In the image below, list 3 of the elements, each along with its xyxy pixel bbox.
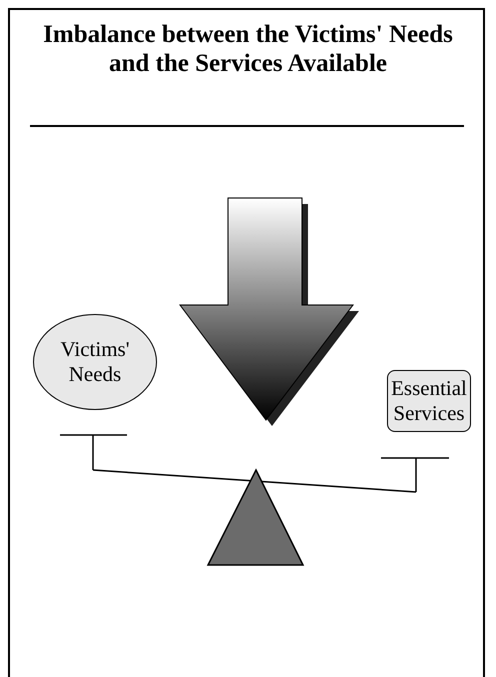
services-box: Essential Services bbox=[387, 370, 471, 432]
needs-ellipse: Victims' Needs bbox=[33, 314, 157, 410]
title: Imbalance between the Victims' Needs and the Services Available bbox=[42, 20, 454, 78]
